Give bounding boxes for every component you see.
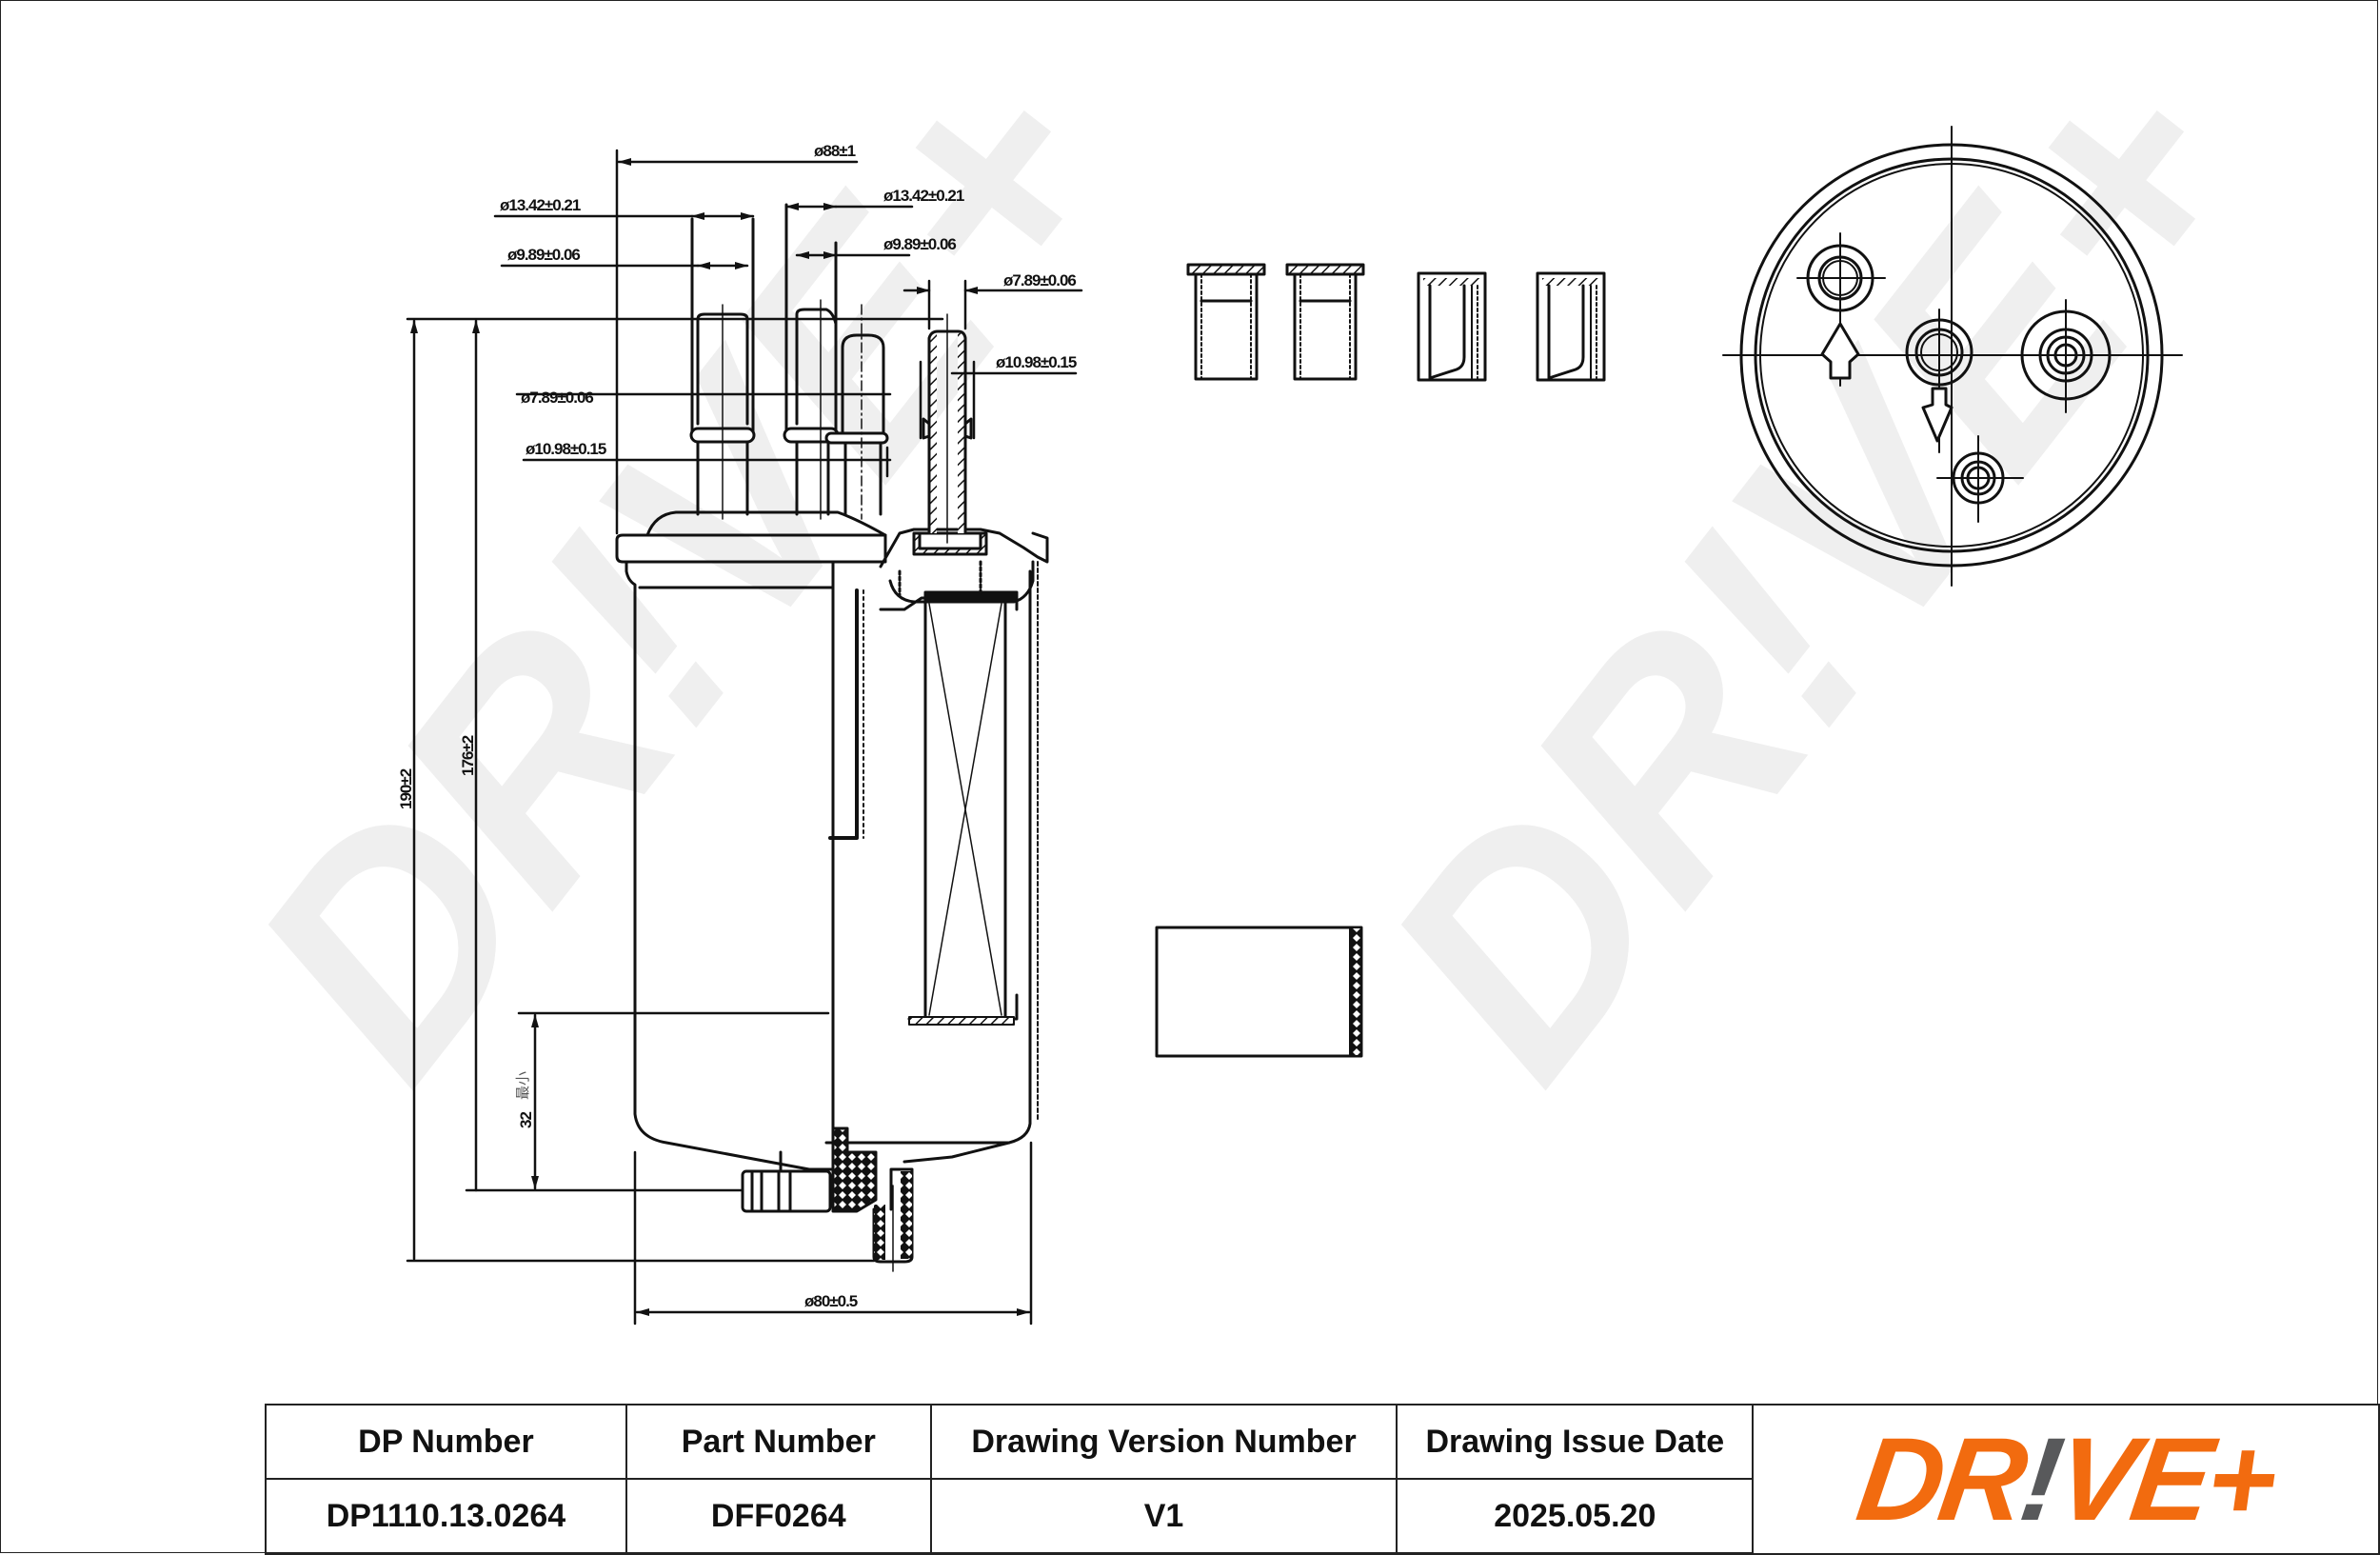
seal-profile-2 bbox=[1285, 263, 1365, 381]
dim-total-height: 190±2 bbox=[397, 768, 415, 809]
seal-profile-4 bbox=[1536, 271, 1606, 382]
svg-text:DR!VE+: DR!VE+ bbox=[185, 5, 1177, 1136]
logo-part-ve-plus: VE+ bbox=[2048, 1413, 2282, 1545]
top-view bbox=[1722, 126, 2183, 587]
dim-left-bore: ø7.89±0.06 bbox=[521, 389, 593, 407]
value-version: V1 bbox=[929, 1478, 1398, 1555]
seal-profile-1 bbox=[1186, 263, 1266, 381]
dimension-labels: ø88±1 ø13.42±0.21 ø9.89±0.06 ø13.42±0.21… bbox=[397, 142, 1078, 1310]
brand-logo-cell: DR!VE+ bbox=[1752, 1404, 2380, 1555]
header-dp-number: DP Number bbox=[265, 1404, 627, 1480]
header-part-number: Part Number bbox=[625, 1404, 932, 1480]
logo-part-dr: DR bbox=[1850, 1413, 2032, 1545]
dim-left-outer: ø13.42±0.21 bbox=[500, 196, 581, 214]
header-issue-date: Drawing Issue Date bbox=[1396, 1404, 1755, 1480]
dim-small-collar: ø10.98±0.15 bbox=[996, 353, 1077, 371]
dim-left-collar: ø10.98±0.15 bbox=[526, 440, 606, 458]
dim-right-inner: ø9.89±0.06 bbox=[883, 235, 956, 253]
dim-min-note: 最小 bbox=[514, 1071, 531, 1100]
seal-profile-3 bbox=[1417, 271, 1487, 382]
header-version: Drawing Version Number bbox=[929, 1404, 1398, 1480]
drive-logo: DR!VE+ bbox=[1754, 1405, 2378, 1553]
dim-overall-width: ø88±1 bbox=[814, 142, 856, 160]
watermark: DR!VE+ DR!VE+ bbox=[185, 5, 2310, 1136]
dim-right-outer: ø13.42±0.21 bbox=[883, 187, 964, 205]
svg-text:DR!VE+: DR!VE+ bbox=[1318, 5, 2310, 1136]
side-section-view bbox=[615, 203, 1049, 1272]
dim-body-height: 176±2 bbox=[459, 735, 477, 776]
title-block: DP Number Part Number Drawing Version Nu… bbox=[265, 1404, 2380, 1555]
dim-small-pipe: ø7.89±0.06 bbox=[1003, 271, 1076, 289]
dim-left-inner: ø9.89±0.06 bbox=[507, 246, 580, 264]
dim-body-diameter: ø80±0.5 bbox=[804, 1292, 858, 1310]
dimension-lines bbox=[406, 149, 1083, 1326]
value-part-number: DFF0264 bbox=[625, 1478, 932, 1555]
dim-min-drain: 32 bbox=[517, 1112, 535, 1128]
value-dp-number: DP1110.13.0264 bbox=[265, 1478, 627, 1555]
gasket-section bbox=[1155, 926, 1363, 1058]
value-issue-date: 2025.05.20 bbox=[1396, 1478, 1755, 1555]
